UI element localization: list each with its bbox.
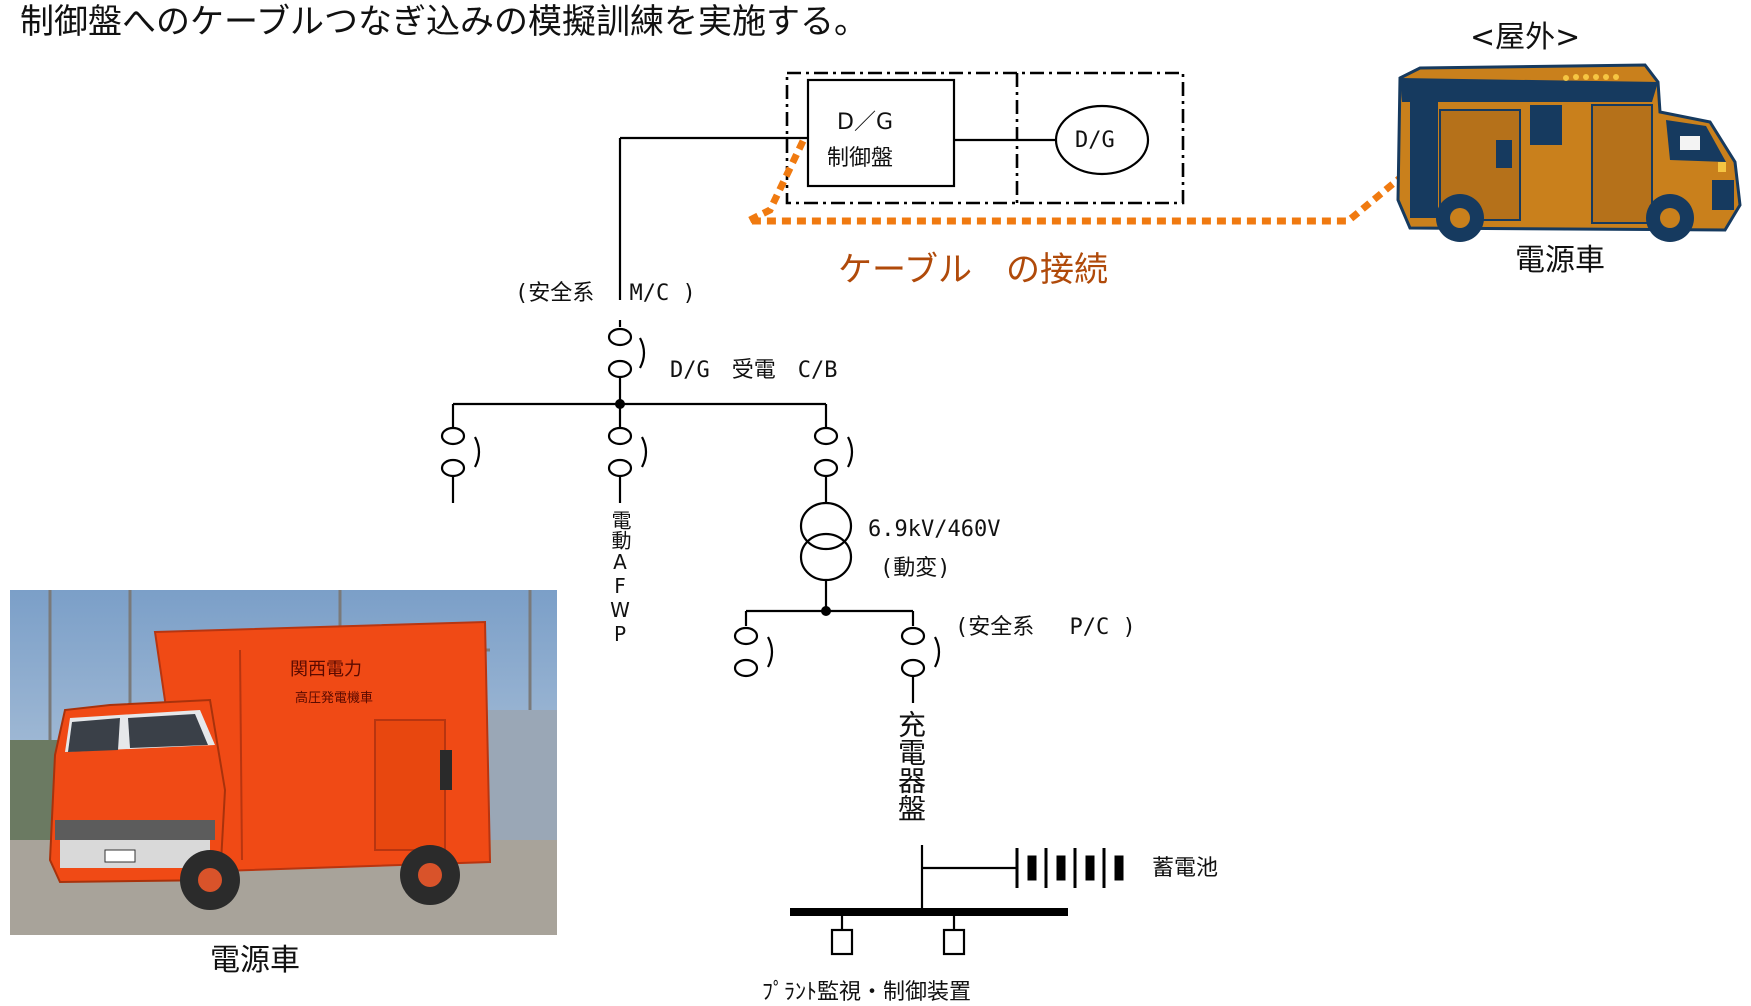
battery-icon xyxy=(1015,848,1124,888)
charger-label: 充電器盤 xyxy=(894,710,927,822)
dg-panel-label-2: 制御盤 xyxy=(827,146,894,171)
transformer-label-2: (動変) xyxy=(880,556,951,581)
plant-monitoring-label: ﾌﾟﾗﾝﾄ監視・制御装置 xyxy=(762,980,972,1005)
photo-caption: 電源車 xyxy=(210,943,300,978)
outdoor-label: <屋外> xyxy=(1470,20,1581,55)
dg-cb-label: D/G 受電 C/B xyxy=(670,358,838,383)
transformer-primary xyxy=(799,501,853,551)
power-truck-illustration xyxy=(1396,63,1742,242)
power-truck-photo: 関西電力 高圧発電機車 xyxy=(10,590,557,935)
mc-label: (安全系 M/C ) xyxy=(515,281,696,306)
cable-path xyxy=(746,139,1403,225)
afwp-label: 電動AFWP xyxy=(608,510,632,646)
dg-circle-label: D/G xyxy=(1075,128,1115,153)
truck-door-line2: 高圧発電機車 xyxy=(295,690,373,706)
truck-door-line1: 関西電力 xyxy=(290,659,362,680)
dg-control-panel xyxy=(806,78,956,188)
battery-label: 蓄電池 xyxy=(1152,856,1219,881)
dg-generator-circle xyxy=(1054,104,1150,176)
cable-connection-label: ケーブル の接続 xyxy=(838,250,1108,290)
dc-bus xyxy=(790,908,1068,916)
truck-caption: 電源車 xyxy=(1515,243,1605,278)
dg-enclosure xyxy=(785,71,1185,205)
transformer-label-1: 6.9kV/460V xyxy=(868,517,1001,542)
transformer-secondary xyxy=(799,532,853,582)
page-title: 制御盤へのケーブルつなぎ込みの模擬訓練を実施する。 xyxy=(20,2,868,42)
dg-panel-label-1: D／G xyxy=(837,110,893,135)
pc-label: (安全系 P/C ) xyxy=(955,615,1136,640)
